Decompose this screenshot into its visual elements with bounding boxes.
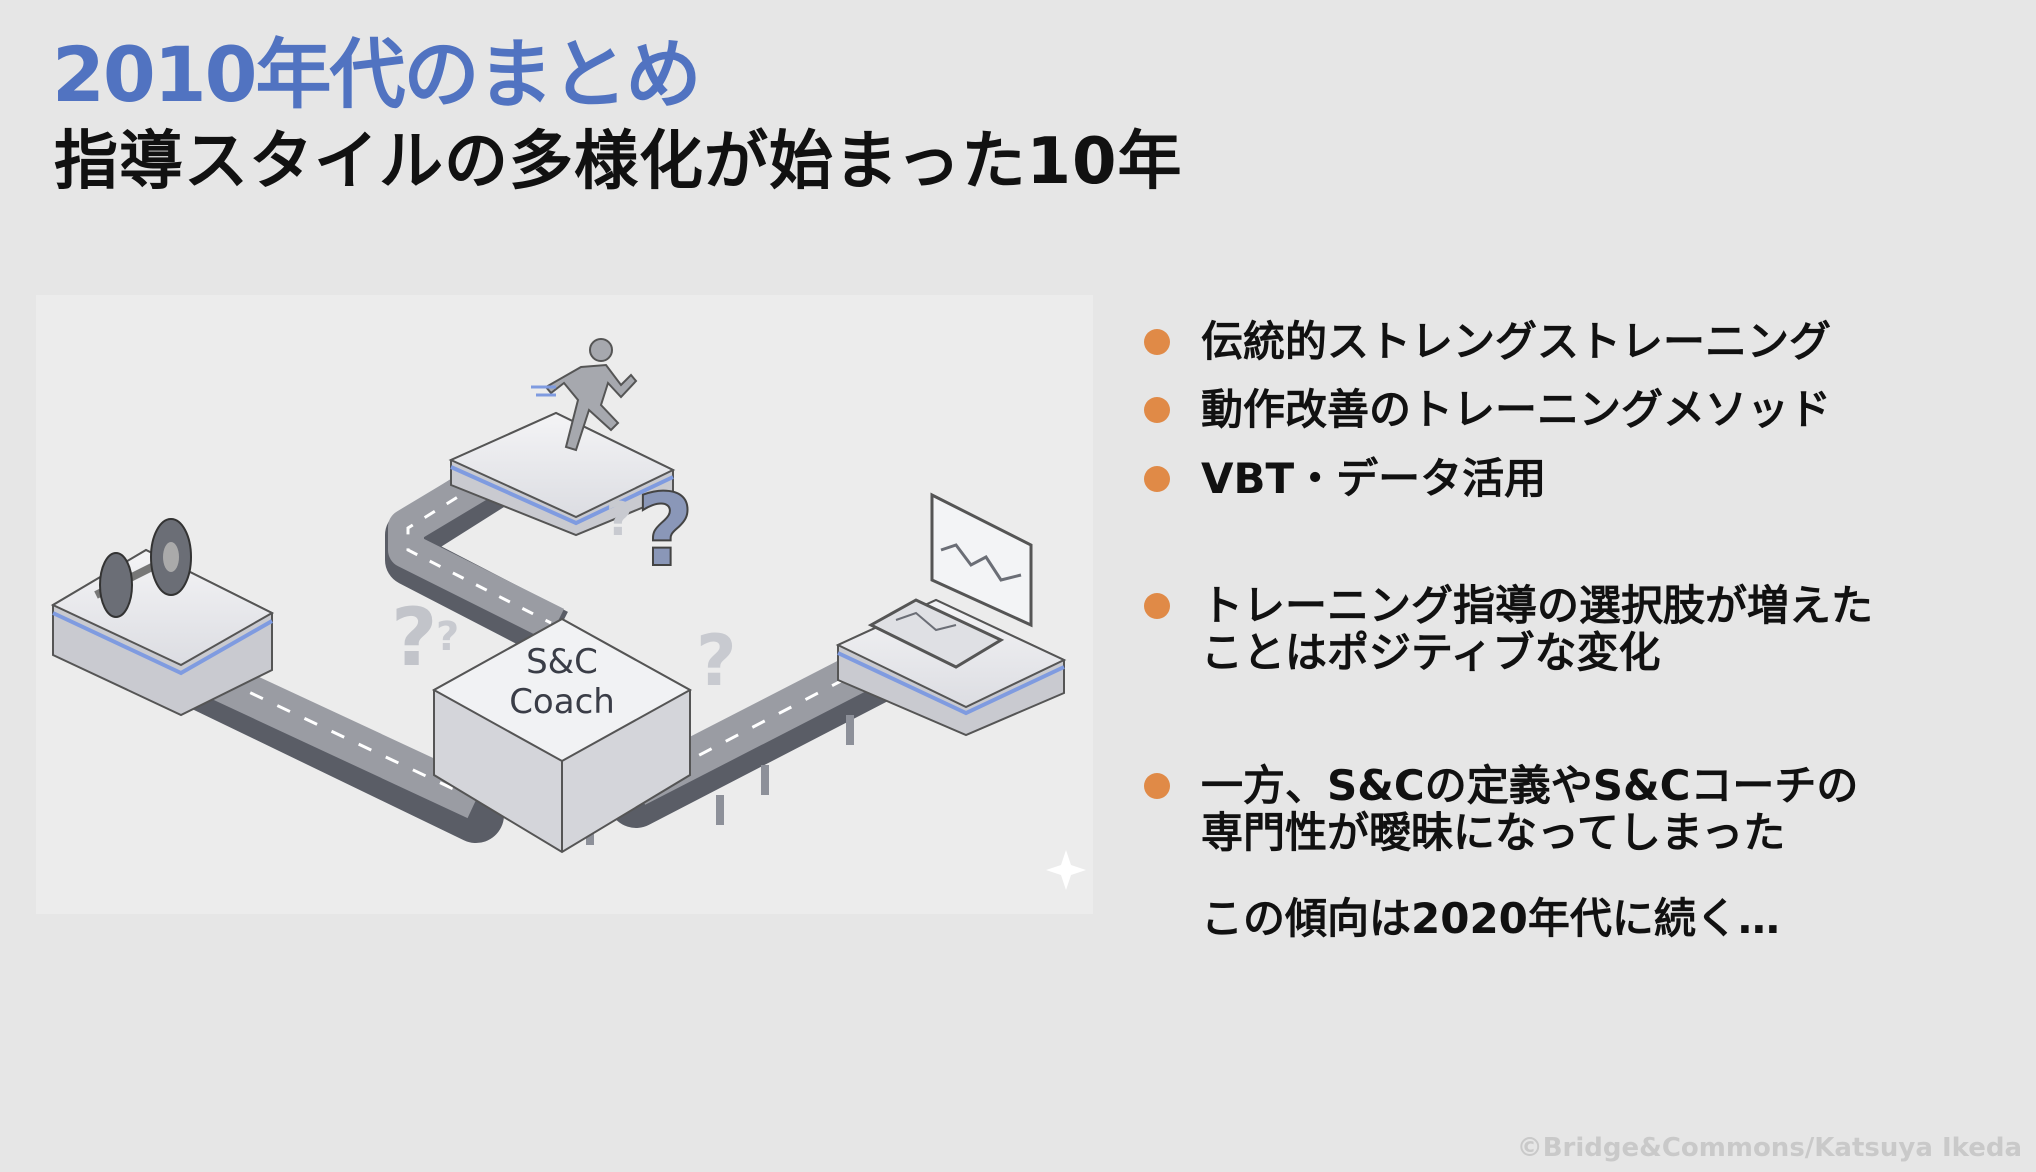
note-text: この傾向は2020年代に続く… xyxy=(1201,894,1780,943)
road-top xyxy=(385,451,568,659)
coaching-paths-illustration: ? ? ? ? ? S&C Coach xyxy=(36,295,1093,914)
question-mark-icon: ? ? ? ? ? xyxy=(391,471,737,702)
strength-platform xyxy=(50,518,275,717)
svg-text:?: ? xyxy=(696,620,737,702)
bullet-text: ことはポジティブな変化 xyxy=(1201,628,1661,677)
movement-platform xyxy=(448,338,676,537)
coach-label-line1: S&C xyxy=(526,642,598,682)
bullet-text: VBT・データ活用 xyxy=(1201,454,1547,503)
bullet-text: 伝統的ストレングストレーニング xyxy=(1201,317,1832,366)
slide-subtitle: 指導スタイルの多様化が始まった10年 xyxy=(54,125,1183,199)
runner-icon xyxy=(544,338,638,452)
laptop-chart-icon xyxy=(867,492,1033,669)
data-platform xyxy=(835,492,1067,737)
copyright-footer: ©Bridge&Commons/Katsuya Ikeda xyxy=(1516,1133,2022,1163)
svg-text:?: ? xyxy=(606,492,633,546)
bullet-text: 一方、S&Cの定義やS&Cコーチの xyxy=(1201,761,1859,810)
svg-text:?: ? xyxy=(436,614,459,660)
svg-text:?: ? xyxy=(391,591,437,684)
slide-title: 2010年代のまとめ xyxy=(52,30,702,119)
bullet-dot-icon xyxy=(1144,329,1170,355)
bullet-dot-icon xyxy=(1144,397,1170,423)
bullet-text: トレーニング指導の選択肢が増えた xyxy=(1201,581,1874,630)
bullet-dot-icon xyxy=(1144,466,1170,492)
bullet-text: 専門性が曖昧になってしまった xyxy=(1201,808,1786,857)
sc-coach-block: S&C Coach xyxy=(431,617,693,854)
svg-text:?: ? xyxy=(636,472,694,589)
bullet-dot-icon xyxy=(1144,593,1170,619)
bullet-text: 動作改善のトレーニングメソッド xyxy=(1201,385,1832,434)
sparkle-icon xyxy=(1046,850,1086,890)
dumbbell-icon xyxy=(94,518,192,618)
coach-label-line2: Coach xyxy=(509,682,615,722)
bullet-dot-icon xyxy=(1144,773,1170,799)
